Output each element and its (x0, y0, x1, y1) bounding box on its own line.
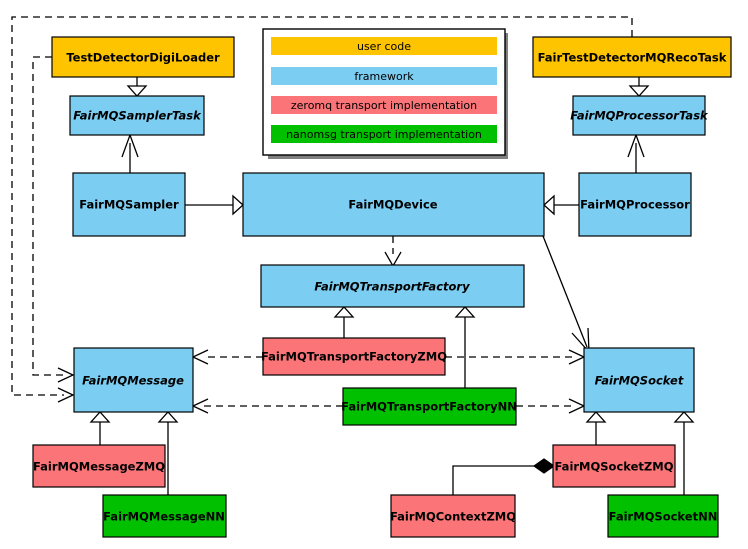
edge-recotask-to-message (11, 16, 633, 403)
node-label: FairMQTransportFactoryNN (341, 400, 517, 414)
node-FairMQMessageZMQ[interactable]: FairMQMessageZMQ (32, 444, 166, 488)
node-label: FairMQProcessor (580, 198, 690, 212)
node-label: FairMQDevice (348, 198, 437, 212)
node-label: FairMQMessageZMQ (33, 460, 165, 474)
node-FairMQTransportFactoryNN[interactable]: FairMQTransportFactoryNN (341, 387, 517, 426)
edge-device-transportfactory (384, 236, 402, 268)
edge-tfnn-tf (454, 306, 476, 388)
legend-swatch-zeromq (271, 96, 497, 114)
node-FairMQMessage[interactable]: FairMQMessage (73, 347, 194, 413)
edge-sampler-samplertask (121, 133, 139, 173)
node-FairMQSocket[interactable]: FairMQSocket (583, 347, 695, 413)
node-label: FairMQMessageNN (103, 510, 225, 524)
node-label: FairMQSocketZMQ (555, 460, 674, 474)
edge-tfzmq-socket (445, 349, 586, 365)
edge-tfnn-message (191, 398, 343, 414)
legend-shadow (268, 155, 508, 159)
edge-digiloader-samplertask (126, 77, 148, 97)
legend-swatch-nanomsg (271, 125, 497, 143)
node-label: FairMQSampler (79, 198, 179, 212)
legend-item-nanomsg: nanomsg transport implementation (271, 125, 497, 143)
node-TestDetectorDigiLoader[interactable]: TestDetectorDigiLoader (51, 36, 235, 78)
legend-item-zeromq: zeromq transport implementation (271, 96, 497, 114)
legend-label: user code (357, 40, 411, 53)
node-FairMQProcessor[interactable]: FairMQProcessor (578, 172, 692, 237)
edge-layer (11, 16, 695, 495)
node-FairMQSamplerTask[interactable]: FairMQSamplerTask (69, 95, 205, 136)
node-label: FairMQTransportFactory (314, 280, 470, 294)
node-FairMQTransportFactory[interactable]: FairMQTransportFactory (260, 264, 525, 308)
edge-tfnn-socket (516, 398, 586, 414)
legend-item-user-code: user code (271, 37, 497, 55)
node-label: FairMQSocket (595, 374, 684, 388)
node-FairMQSampler[interactable]: FairMQSampler (72, 172, 186, 237)
node-label: FairMQTransportFactoryZMQ (261, 350, 447, 364)
color-legend: user code framework zeromq transport imp… (262, 28, 508, 159)
node-FairMQProcessorTask[interactable]: FairMQProcessorTask (570, 95, 709, 136)
legend-label: framework (354, 70, 414, 83)
edge-tfzmq-tf (333, 306, 355, 338)
node-FairMQSocketNN[interactable]: FairMQSocketNN (607, 494, 719, 538)
node-FairMQContextZMQ[interactable]: FairMQContextZMQ (390, 494, 516, 538)
node-label: TestDetectorDigiLoader (66, 51, 220, 65)
legend-swatch-framework (271, 67, 497, 85)
node-label: FairMQContextZMQ (390, 510, 516, 524)
edge-socketzmq-socket (585, 411, 607, 445)
legend-swatch-user-code (271, 37, 497, 55)
edge-device-socket (542, 235, 590, 354)
legend-label: zeromq transport implementation (291, 99, 477, 112)
edge-socketnn-socket (673, 411, 695, 495)
node-layer: TestDetectorDigiLoader FairTestDetectorM… (32, 36, 732, 538)
node-label: FairMQSamplerTask (73, 109, 202, 123)
node-label: FairMQSocketNN (609, 510, 718, 524)
edge-digiloader-to-message (32, 56, 75, 383)
node-FairMQTransportFactoryZMQ[interactable]: FairMQTransportFactoryZMQ (261, 337, 447, 376)
node-FairTestDetectorMQRecoTask[interactable]: FairTestDetectorMQRecoTask (532, 36, 732, 78)
node-label: FairMQMessage (82, 374, 184, 388)
edge-tfzmq-message (191, 349, 263, 365)
legend-label: nanomsg transport implementation (286, 128, 482, 141)
legend-item-framework: framework (271, 67, 497, 85)
edge-processor-device (543, 194, 579, 216)
edge-processor-processortask (627, 133, 645, 173)
edge-recotask-processortask (628, 77, 650, 97)
node-FairMQMessageNN[interactable]: FairMQMessageNN (102, 494, 227, 538)
edge-messagenn-message (157, 411, 179, 495)
node-label: FairTestDetectorMQRecoTask (538, 51, 727, 65)
edge-sampler-device (185, 194, 244, 216)
edge-contextzmq-socketzmq (452, 458, 556, 495)
node-FairMQDevice[interactable]: FairMQDevice (242, 172, 545, 237)
node-label: FairMQProcessorTask (570, 109, 709, 123)
node-FairMQSocketZMQ[interactable]: FairMQSocketZMQ (552, 444, 676, 488)
legend-shadow-right (504, 33, 508, 159)
edge-messagezmq-message (89, 411, 111, 445)
